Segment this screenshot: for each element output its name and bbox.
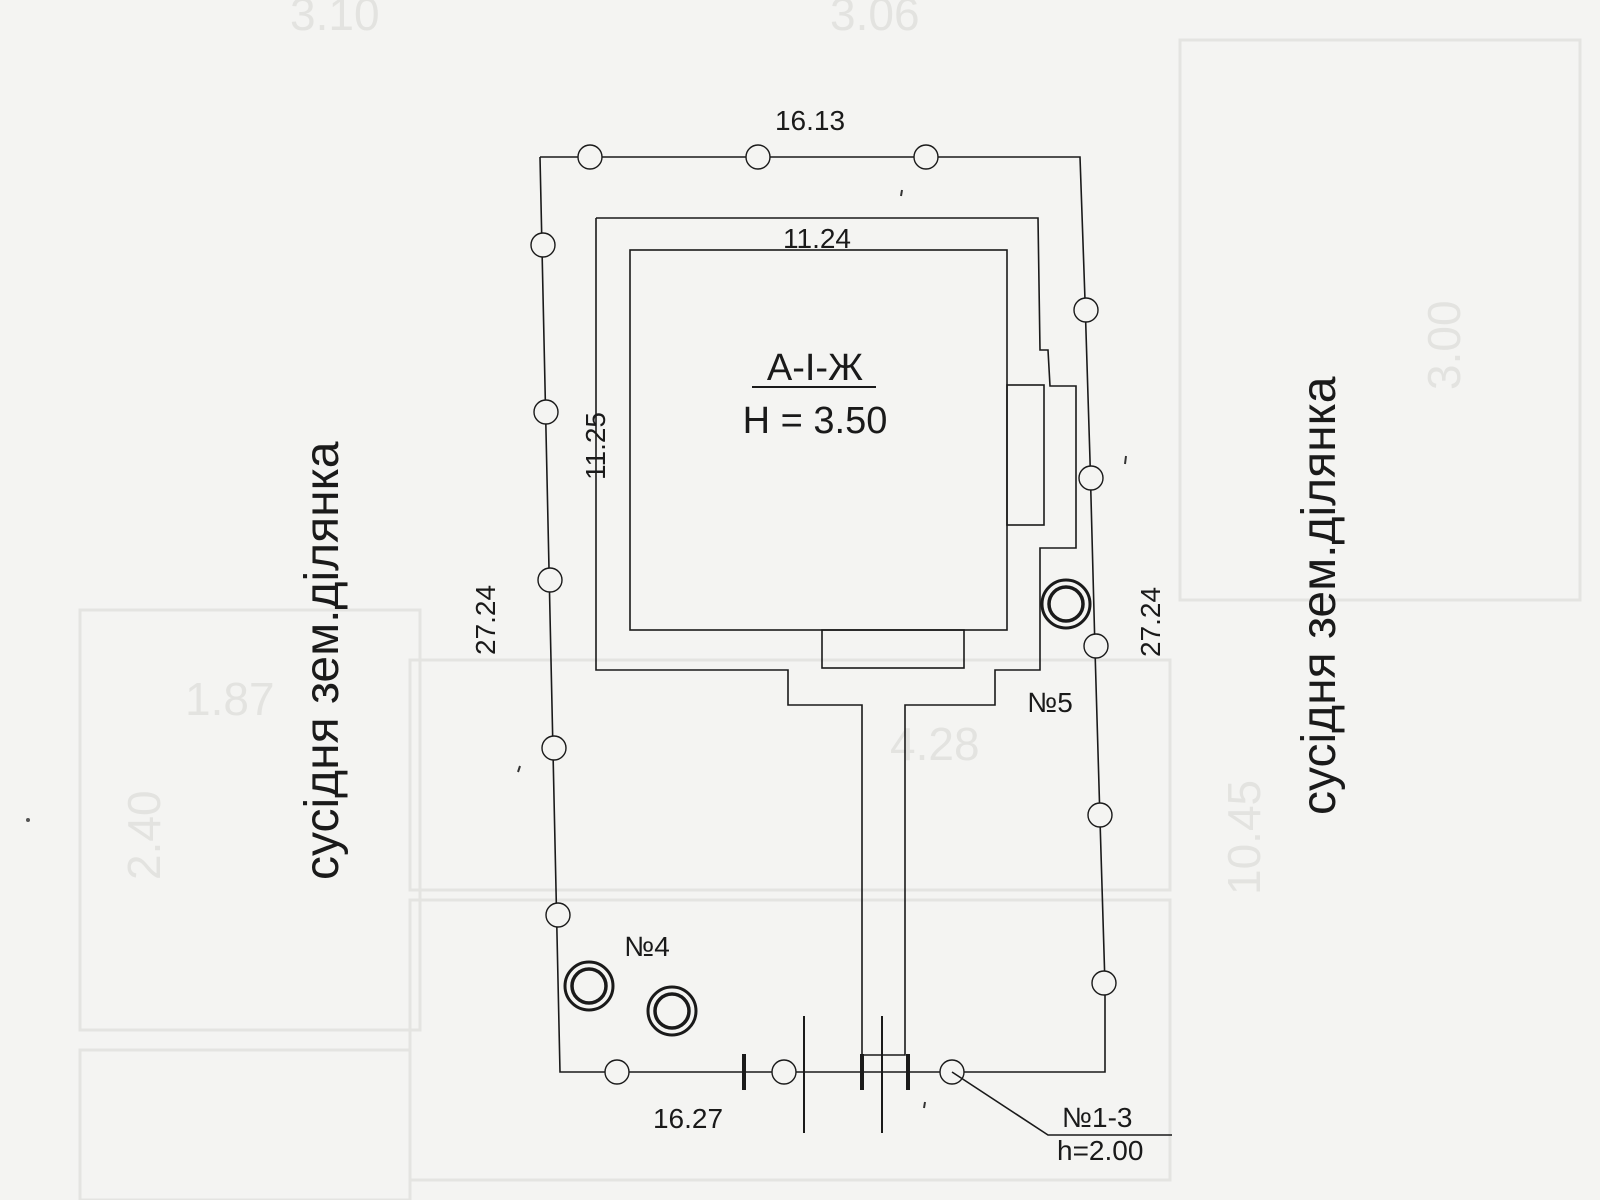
fence-post: [537, 567, 563, 593]
well-5-outer: [1040, 578, 1092, 630]
well-4: [563, 960, 698, 1037]
fence-post: [1091, 970, 1117, 996]
well-4-b-outer: [646, 985, 698, 1037]
dimension-top: 16.13: [775, 105, 845, 136]
fence-post: [771, 1059, 797, 1085]
parcel-boundary: [539, 156, 1106, 1073]
fence-post: [533, 399, 559, 425]
fence-post: [1087, 802, 1113, 828]
dimension-left: 27.24: [470, 585, 501, 655]
fence-post: [541, 735, 567, 761]
fence-post: [1078, 465, 1104, 491]
well-4-label: №4: [624, 931, 670, 962]
background-ghost: 3.10 3.06 1.87 4.28 2.40 10.45 3.00: [78, 0, 1582, 1200]
well-5: [1040, 578, 1092, 630]
well-5-label: №5: [1027, 687, 1073, 718]
building-height-label: H = 3.50: [743, 400, 888, 442]
ghost-text: 1.87: [185, 673, 275, 725]
gate-leader-line: [951, 1071, 1172, 1136]
ghost-text: 3.10: [290, 0, 380, 40]
stray-marks: [26, 189, 1127, 1109]
fence-post: [745, 144, 771, 170]
well-4-a-inner: [570, 967, 608, 1005]
building-outer-outline: [595, 217, 1077, 1056]
well-4-b-inner: [653, 992, 691, 1030]
gate-height: h=2.00: [1057, 1135, 1143, 1166]
dimension-right: 27.24: [1135, 587, 1166, 657]
building-name: А-І-Ж: [767, 347, 863, 389]
well-5-inner: [1047, 585, 1085, 623]
gate: [742, 1016, 910, 1133]
dimension-bottom: 16.27: [653, 1103, 723, 1134]
fence-post: [577, 144, 603, 170]
fence-post: [530, 232, 556, 258]
neighbor-label-left: сусідня зем.ділянка: [296, 441, 349, 880]
gate-label: №1-3: [1062, 1102, 1133, 1133]
ghost-text: 4.28: [890, 718, 980, 770]
fence-posts: [530, 144, 1117, 1085]
fence-post: [545, 902, 571, 928]
fence-post: [1083, 633, 1109, 659]
ghost-text: 3.06: [830, 0, 920, 40]
building-porch: [821, 629, 965, 669]
ghost-text: 3.00: [1418, 300, 1470, 390]
fence-post: [604, 1059, 630, 1085]
building-annex: [1006, 384, 1045, 526]
neighbor-label-right: сусідня зем.ділянка: [1293, 376, 1346, 815]
fence-post: [1073, 297, 1099, 323]
ghost-text: 10.45: [1218, 780, 1270, 895]
dimension-building-width: 11.24: [783, 223, 851, 254]
ghost-text: 2.40: [118, 790, 170, 880]
fence-post: [913, 144, 939, 170]
well-4-a-outer: [563, 960, 615, 1012]
